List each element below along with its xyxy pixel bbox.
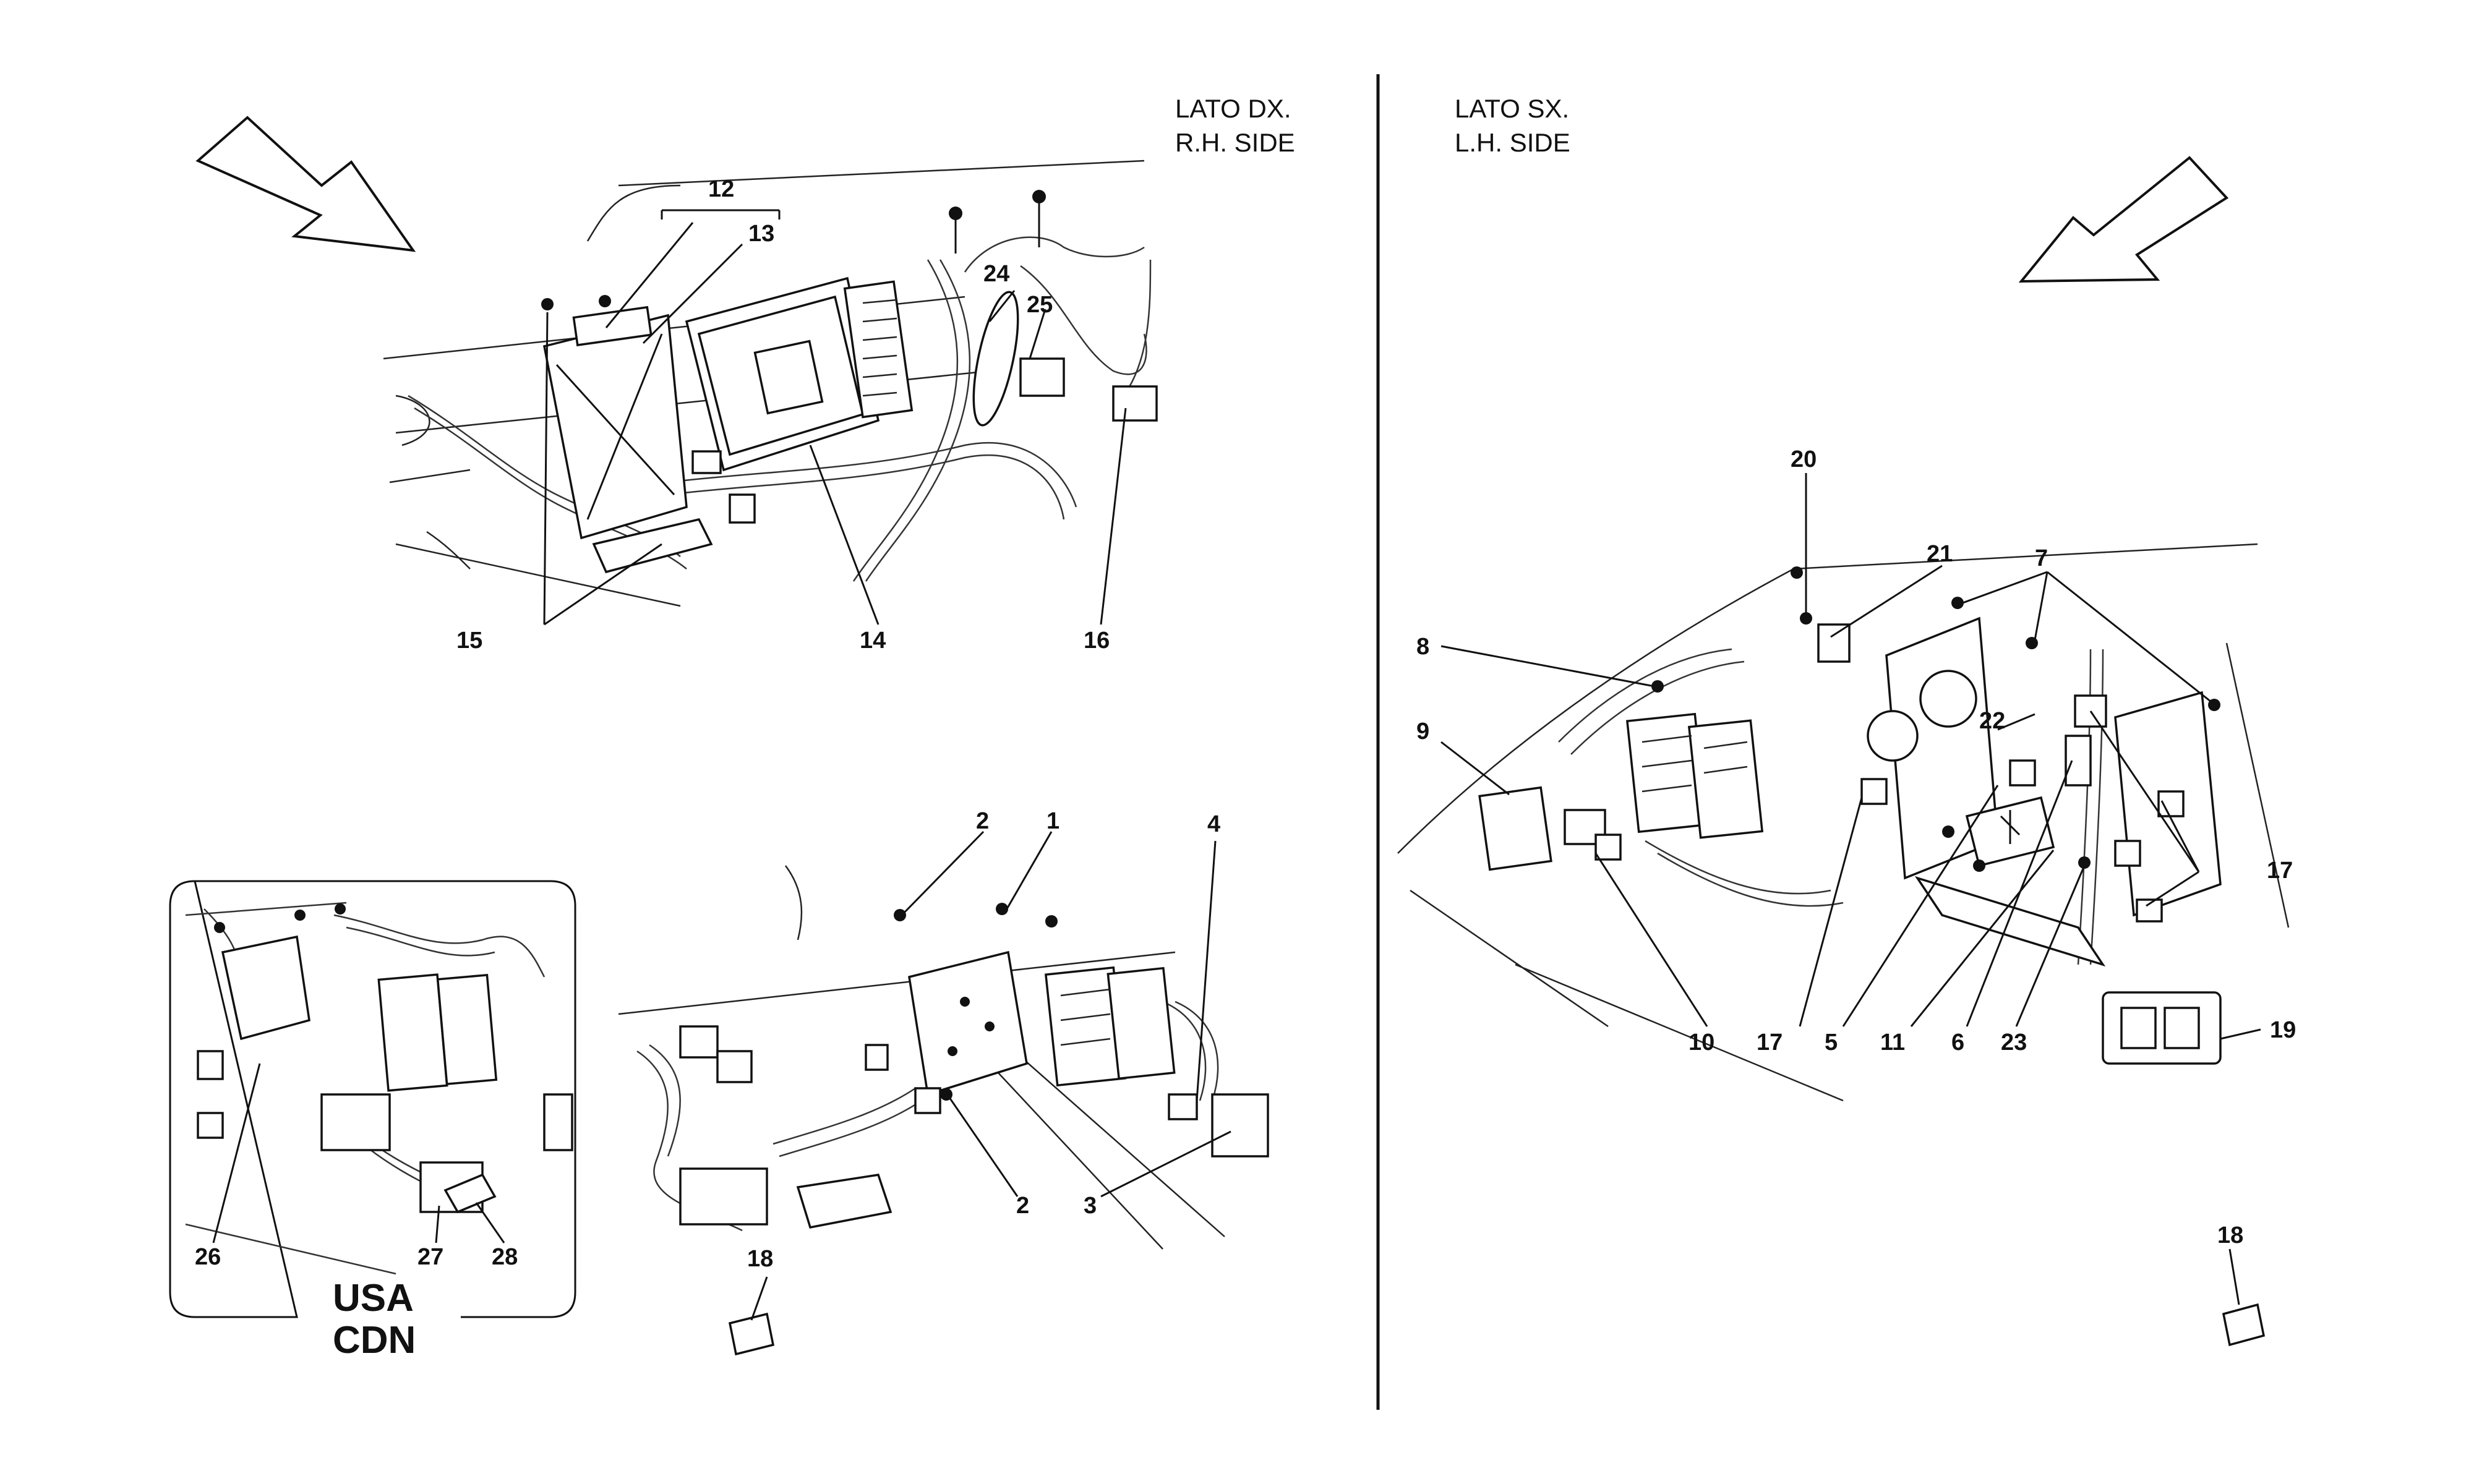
callout-9: 9 xyxy=(1416,719,1429,744)
callout-3: 3 xyxy=(1084,1193,1097,1219)
callout-2-bottom: 2 xyxy=(1016,1193,1029,1219)
lh-side-label-en: L.H. SIDE xyxy=(1455,128,1570,157)
lh-relay-assembly-view xyxy=(1397,543,2290,1347)
callout-18-lh: 18 xyxy=(2217,1222,2243,1248)
callout-12: 12 xyxy=(708,176,734,202)
callout-2-top: 2 xyxy=(976,808,989,834)
callout-11: 11 xyxy=(1880,1030,1905,1055)
callout-6: 6 xyxy=(1951,1030,1964,1055)
callout-22: 22 xyxy=(1979,708,2005,734)
region-label-usa: USA xyxy=(333,1277,414,1320)
rh-ecu-assembly-view xyxy=(383,160,1158,607)
callout-23: 23 xyxy=(2001,1030,2027,1055)
callout-10: 10 xyxy=(1689,1030,1714,1055)
callout-24: 24 xyxy=(983,261,1009,287)
region-label-cdn: CDN xyxy=(333,1319,416,1362)
direction-arrow-right-view xyxy=(195,116,416,252)
rh-ecu-callouts: 12 13 24 25 15 14 16 xyxy=(456,176,1127,654)
callout-28: 28 xyxy=(492,1244,518,1270)
direction-arrow-left-view xyxy=(2018,156,2229,283)
callout-17-left: 17 xyxy=(1757,1030,1783,1055)
callout-20: 20 xyxy=(1791,446,1817,472)
callout-26: 26 xyxy=(195,1244,221,1270)
callout-19: 19 xyxy=(2270,1017,2296,1043)
lh-side-label-it: LATO SX. xyxy=(1455,94,1569,123)
callout-25: 25 xyxy=(1027,292,1053,318)
rh-relay-assembly-view xyxy=(618,865,1269,1356)
rh-side-label-it: LATO DX. xyxy=(1175,94,1291,123)
callout-4: 4 xyxy=(1207,811,1220,837)
callout-14: 14 xyxy=(860,628,886,654)
callout-15: 15 xyxy=(456,628,482,654)
callout-1: 1 xyxy=(1047,808,1059,834)
rh-relay-callouts: 2 1 4 2 3 18 xyxy=(747,808,1231,1321)
callout-21: 21 xyxy=(1927,541,1953,567)
callout-27: 27 xyxy=(417,1244,443,1270)
lh-relay-callouts: 20 21 7 8 9 22 17 19 10 17 5 11 6 23 18 xyxy=(1416,446,2296,1305)
usa-cdn-inset: 26 27 28 USA CDN xyxy=(169,880,576,1362)
callout-7: 7 xyxy=(2035,545,2048,571)
callout-5: 5 xyxy=(1825,1030,1838,1055)
callout-17-right: 17 xyxy=(2267,858,2293,884)
callout-13: 13 xyxy=(748,221,774,247)
rh-side-label-en: R.H. SIDE xyxy=(1175,128,1295,157)
callout-18-rh: 18 xyxy=(747,1246,773,1272)
callout-8: 8 xyxy=(1416,634,1429,660)
callout-16: 16 xyxy=(1084,628,1110,654)
